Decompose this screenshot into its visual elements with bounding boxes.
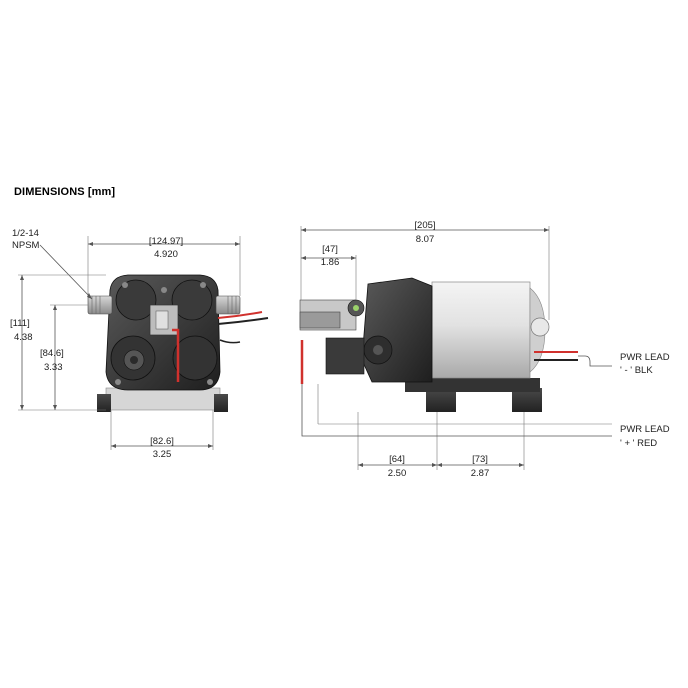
front-height-mm: [111] [10, 318, 30, 329]
front-foot-left [97, 394, 111, 412]
front-screw [161, 287, 167, 293]
side-view [299, 277, 578, 412]
side-length-in: 8.07 [416, 234, 435, 245]
side-length-mm: [205] [414, 220, 435, 231]
front-red-lead [217, 311, 263, 319]
pos-lead-line1: PWR LEAD [620, 424, 670, 435]
front-screw [122, 282, 128, 288]
side-dimensions: [205] 8.07 [47] 1.86 [64] 2.50 [73] 2.87… [300, 220, 670, 479]
front-screw [207, 379, 213, 385]
front-height-in: 4.38 [14, 332, 33, 343]
front-base-width-mm: [82.6] [150, 436, 174, 447]
front-base-width-in: 3.25 [153, 449, 172, 460]
front-base-plate [105, 387, 221, 411]
front-width-mm: [124.97] [149, 236, 183, 247]
front-dimensions: [124.97] 4.920 1/2-14 NPSM [111] 4.38 [8… [10, 228, 241, 460]
front-screw [115, 379, 121, 385]
side-foot-spacing-2-mm: [73] [472, 454, 488, 465]
port-thread-label: 1/2-14 [12, 228, 39, 239]
side-base-rail [405, 378, 540, 392]
front-red-wire [172, 328, 180, 382]
front-lobe-top-right [171, 279, 213, 321]
diagram-title: DIMENSIONS [mm] [14, 186, 116, 198]
side-head-offset-mm: [47] [322, 244, 338, 255]
front-width-in: 4.920 [154, 249, 178, 260]
front-inlet-height-mm: [84.6] [40, 348, 64, 359]
side-foot-spacing-1-mm: [64] [389, 454, 405, 465]
front-lobe-top-left [115, 279, 157, 321]
front-foot-right [214, 394, 228, 412]
port-type-label: NPSM [12, 240, 40, 251]
front-black-lead [217, 317, 269, 325]
front-screw [200, 282, 206, 288]
side-motor-housing [431, 281, 531, 379]
front-inlet-height-in: 3.33 [44, 362, 63, 373]
side-end-boss [530, 317, 550, 337]
front-view [87, 274, 269, 412]
neg-lead-line1: PWR LEAD [620, 352, 670, 363]
front-lobe-bottom-right [172, 335, 218, 381]
side-check-valve [325, 337, 365, 375]
pos-lead-line2: ' + ' RED [620, 438, 657, 449]
neg-lead-line2: ' - ' BLK [620, 365, 653, 376]
side-pump-head [361, 277, 433, 383]
side-head-offset-in: 1.86 [321, 257, 340, 268]
side-foot-spacing-2-in: 2.87 [471, 468, 490, 479]
side-foot-spacing-1-in: 2.50 [388, 468, 407, 479]
